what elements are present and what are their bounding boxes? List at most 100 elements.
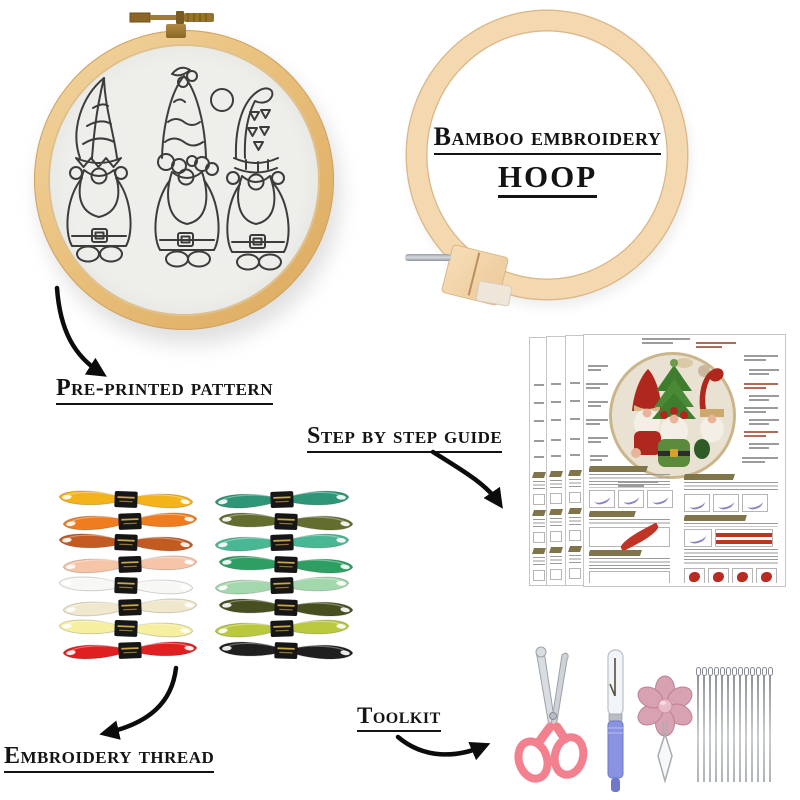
needle-eye <box>731 667 737 676</box>
guide-decoration <box>588 441 601 443</box>
guide-decoration <box>570 382 580 384</box>
guide-sheet-front <box>583 334 786 587</box>
guide-decoration <box>533 557 545 567</box>
guide-decoration <box>642 342 674 344</box>
gnome-middle <box>154 66 220 268</box>
guide-decoration <box>569 568 581 579</box>
needle-eye <box>713 667 719 676</box>
guide-decoration <box>534 440 544 442</box>
guide-decoration <box>588 437 608 439</box>
guide-decoration <box>749 399 769 401</box>
guide-decoration <box>532 472 546 478</box>
needle-eye <box>719 667 725 676</box>
guide-decoration <box>737 571 748 582</box>
guide-decoration <box>684 528 712 547</box>
needle <box>743 667 749 782</box>
arrow-to-guide <box>430 449 503 509</box>
guide-decoration <box>549 509 563 515</box>
thread-skein <box>208 486 357 513</box>
needle-eye <box>725 667 731 676</box>
guide-decoration <box>745 496 764 511</box>
guide-decoration <box>689 571 700 582</box>
needle <box>761 667 767 782</box>
thread-skein <box>56 508 205 535</box>
thread-skein <box>208 572 357 599</box>
guide-decoration <box>532 548 546 554</box>
needle-eye <box>695 667 701 676</box>
guide-decoration <box>687 496 706 511</box>
needle <box>719 667 725 782</box>
guide-decoration <box>588 405 601 407</box>
thread-skein <box>56 551 205 578</box>
guide-decoration <box>684 567 782 583</box>
guide-decoration <box>744 431 778 433</box>
guide-gnome-art <box>631 358 724 467</box>
needle <box>767 667 773 782</box>
guide-decoration <box>586 383 608 385</box>
guide-decoration <box>568 342 582 582</box>
thread-skein <box>52 486 201 513</box>
guide-decoration <box>744 359 767 361</box>
guide-decoration <box>749 419 779 421</box>
needle-eye <box>737 667 743 676</box>
guide-decoration <box>590 455 608 457</box>
guide-decoration <box>715 528 773 547</box>
gnome-left <box>66 77 132 263</box>
scissors <box>514 646 588 783</box>
bamboo-hoop-clamp-tab <box>475 280 513 307</box>
hoop-screw-bracket <box>166 24 186 38</box>
hand-needles <box>695 667 777 792</box>
guide-decoration <box>551 401 561 403</box>
pattern-label: Pre-printed pattern <box>56 376 273 405</box>
thread-skein <box>212 637 361 664</box>
guide-decoration <box>708 567 729 583</box>
gnome-right <box>210 87 290 271</box>
guide-decoration <box>732 567 753 583</box>
guide-decoration <box>569 555 581 565</box>
guide-decoration <box>551 383 561 385</box>
guide-decoration <box>684 494 710 513</box>
guide-label: Step by step guide <box>307 424 503 453</box>
needle <box>755 667 761 782</box>
thread-skein <box>56 637 205 664</box>
needle-eye <box>761 667 767 676</box>
needle <box>749 667 755 782</box>
guide-decoration <box>532 344 546 584</box>
bamboo-hoop-label: Bamboo embroidery HOOP <box>415 124 680 198</box>
guide-decoration <box>570 454 580 456</box>
guide-decoration <box>549 471 563 477</box>
guide-decoration <box>590 459 602 461</box>
thread-skein <box>52 572 201 599</box>
guide-decoration <box>589 474 670 488</box>
guide-decoration <box>569 517 581 527</box>
guide-decoration <box>586 423 601 425</box>
guide-decoration <box>749 447 769 449</box>
guide-decoration <box>618 489 644 508</box>
needle <box>737 667 743 782</box>
needle-eye <box>743 667 749 676</box>
thread-column-left <box>54 489 202 661</box>
thread-column-right <box>210 489 358 661</box>
guide-decoration <box>742 457 778 459</box>
needle <box>695 667 701 782</box>
guide-decoration <box>744 387 767 389</box>
guide-decoration <box>749 369 779 371</box>
arrow-to-thread-label <box>99 665 179 740</box>
gnome-pattern-drawing <box>66 66 290 271</box>
guide-decoration <box>550 531 562 542</box>
guide-decoration <box>642 338 690 340</box>
guide-decoration <box>550 480 562 490</box>
guide-decoration <box>588 401 608 403</box>
guide-decoration <box>534 402 544 404</box>
guide-decoration <box>549 547 563 553</box>
guide-decoration <box>744 355 778 357</box>
guide-decoration <box>687 530 707 546</box>
guide-decoration <box>569 492 581 503</box>
guide-decoration <box>589 510 636 517</box>
toolkit-tools <box>514 646 693 792</box>
guide-instructions-left-column <box>589 463 673 583</box>
hoop-screw-hardware <box>129 11 214 24</box>
thread-skein <box>212 551 361 578</box>
needle-eye <box>767 667 773 676</box>
bamboo-hoop-label-line1: Bamboo embroidery <box>433 124 662 155</box>
